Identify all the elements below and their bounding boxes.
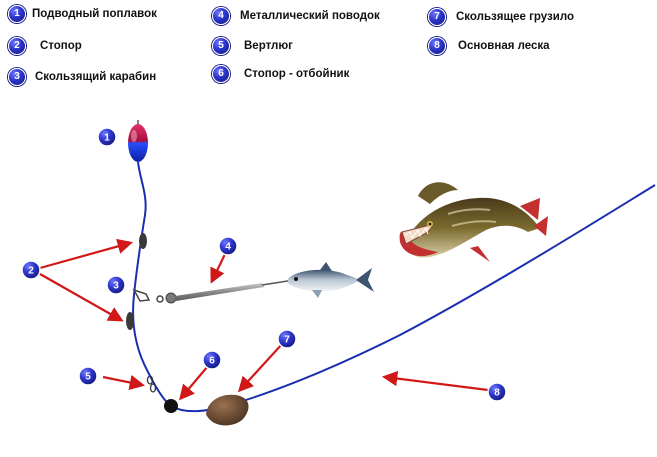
callout-3: 3 [106, 275, 126, 295]
legend-item-main-line: 8 Основная леска [428, 36, 550, 56]
callout-5: 5 [78, 366, 98, 386]
legend-label-stopper: Стопор [40, 40, 82, 52]
legend-badge-7: 7 [428, 8, 446, 26]
legend-item-stopper: 2 Стопор [8, 36, 82, 56]
callout-8: 8 [487, 382, 507, 402]
legend-label-metal-leader: Металлический поводок [240, 10, 380, 22]
legend-label-sliding-snap: Скользящий карабин [35, 71, 157, 83]
svg-text:3: 3 [113, 281, 119, 292]
svg-text:6: 6 [209, 356, 215, 367]
callout-2: 2 [21, 260, 41, 280]
float-highlight [131, 130, 137, 142]
legend-label-underwater-float: Подводный поплавок [32, 8, 157, 20]
legend-badge-1: 1 [8, 5, 26, 23]
legend-badge-5: 5 [212, 37, 230, 55]
sliding-sinker [206, 394, 249, 426]
legend-badge-2: 2 [8, 37, 26, 55]
arrow-bumper-stopper [179, 365, 209, 401]
pike-fish [399, 182, 548, 262]
arrow-swivel [102, 374, 146, 391]
legend-item-bumper-stopper: 6 Стопор - отбойник [212, 64, 349, 84]
underwater-float [128, 124, 148, 162]
legend-label-sliding-sinker: Скользящее грузило [456, 11, 575, 23]
legend-item-metal-leader: 4 Металлический поводок [212, 6, 380, 26]
legend-badge-4: 4 [212, 7, 230, 25]
callout-6: 6 [202, 350, 222, 370]
sliding-snap [132, 288, 151, 302]
leader-bead [165, 292, 177, 304]
svg-text:2: 2 [28, 266, 34, 277]
legend-item-swivel: 5 Вертлюг [212, 36, 293, 56]
svg-text:4: 4 [225, 242, 231, 253]
svg-text:1: 1 [104, 133, 110, 144]
upper-stopper [139, 233, 147, 249]
bumper-stopper [164, 399, 178, 413]
callout-1: 1 [97, 127, 117, 147]
legend-item-sliding-sinker: 7 Скользящее грузило [428, 7, 574, 27]
callout-7: 7 [277, 329, 297, 349]
legend-badge-6: 6 [212, 65, 230, 83]
legend-item-sliding-snap: 3 Скользящий карабин [8, 67, 156, 87]
main-line [132, 161, 656, 413]
svg-text:8: 8 [494, 388, 500, 399]
swivel [146, 375, 157, 393]
svg-text:7: 7 [284, 335, 290, 346]
legend-label-swivel: Вертлюг [244, 40, 293, 52]
legend-label-bumper-stopper: Стопор - отбойник [244, 68, 350, 80]
callout-4: 4 [218, 236, 238, 256]
arrow-sinker [237, 342, 284, 393]
legend-item-underwater-float: 1 Подводный поплавок [8, 4, 157, 24]
lower-stopper [126, 312, 134, 330]
arrow-leader [210, 251, 227, 284]
legend-badge-8: 8 [428, 37, 446, 55]
legend-label-main-line: Основная леска [458, 40, 550, 52]
bait-fish [288, 262, 374, 298]
svg-text:5: 5 [85, 372, 91, 383]
arrow-stopper-upper [39, 238, 133, 270]
arrow-main-line [381, 370, 489, 392]
metal-leader [175, 283, 264, 301]
arrow-stopper-lower [39, 273, 124, 322]
snap-swivel [156, 295, 164, 303]
legend-badge-3: 3 [8, 68, 26, 86]
